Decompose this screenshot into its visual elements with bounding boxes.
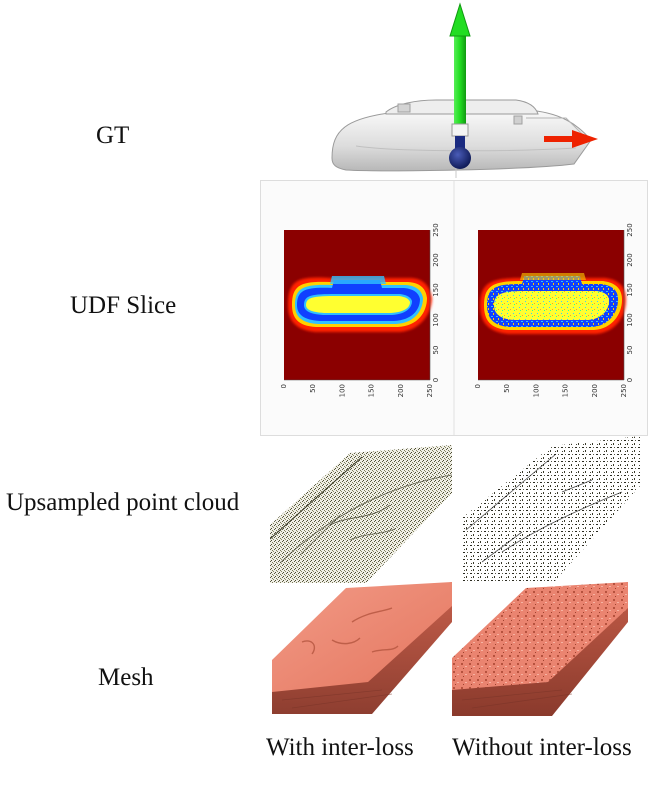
axis-forward-shaft [544, 136, 574, 142]
mesh-without-inter-loss [452, 582, 628, 716]
udf-heatmap-with-inter-loss [284, 230, 432, 380]
x-tick-label: 250 [426, 384, 434, 397]
point-cloud-without-inter-loss [462, 432, 642, 582]
row-label-udf-slice: UDF Slice [70, 292, 177, 319]
x-tick-label: 200 [591, 384, 599, 397]
x-tick-label: 200 [397, 384, 405, 397]
y-tick-label: 0 [432, 378, 440, 382]
row-label-upsampled-point-cloud: Upsampled point cloud [6, 489, 240, 516]
x-tick-label: 150 [368, 384, 376, 397]
row-label-gt: GT [96, 122, 130, 149]
gt-boat-render [326, 0, 602, 178]
point-cloud-with-inter-loss [270, 445, 452, 583]
x-tick-label: 100 [532, 384, 540, 397]
x-tick-label: 0 [280, 384, 288, 388]
column-label-with-inter-loss: With inter-loss [266, 734, 414, 761]
y-tick-label: 100 [432, 313, 440, 326]
column-label-without-inter-loss: Without inter-loss [452, 734, 632, 761]
x-tick-label: 50 [309, 384, 317, 393]
anchor-ball [449, 147, 471, 169]
x-tick-label: 100 [338, 384, 346, 397]
y-tick-label: 0 [626, 378, 634, 382]
y-tick-label: 250 [432, 223, 440, 236]
x-tick-label: 150 [562, 384, 570, 397]
y-tick-label: 200 [626, 253, 634, 266]
row-label-mesh: Mesh [98, 664, 154, 691]
udf-axes-left: 0 50 100 150 200 250 0 50 100 150 200 250 [280, 223, 440, 397]
y-tick-label: 50 [626, 346, 634, 355]
mesh-with-inter-loss [272, 582, 452, 714]
axis-up-arrowhead [449, 2, 471, 37]
y-tick-label: 150 [432, 283, 440, 296]
y-tick-label: 100 [626, 313, 634, 326]
y-tick-label: 50 [432, 346, 440, 355]
axis-up-shaft [454, 36, 466, 128]
udf-slice-panel: 0 50 100 150 200 250 0 50 100 150 200 250 0 50 100 15… [260, 180, 648, 436]
udf-heatmap-without-inter-loss [478, 230, 626, 380]
x-tick-label: 250 [620, 384, 628, 397]
y-tick-label: 200 [432, 253, 440, 266]
axis-forward-arrowhead [572, 130, 598, 148]
x-tick-label: 0 [474, 384, 482, 388]
udf-axes-right: 0 50 100 150 200 250 0 50 100 150 200 250 [474, 223, 634, 397]
x-tick-label: 50 [503, 384, 511, 393]
y-tick-label: 250 [626, 223, 634, 236]
y-tick-label: 150 [626, 283, 634, 296]
